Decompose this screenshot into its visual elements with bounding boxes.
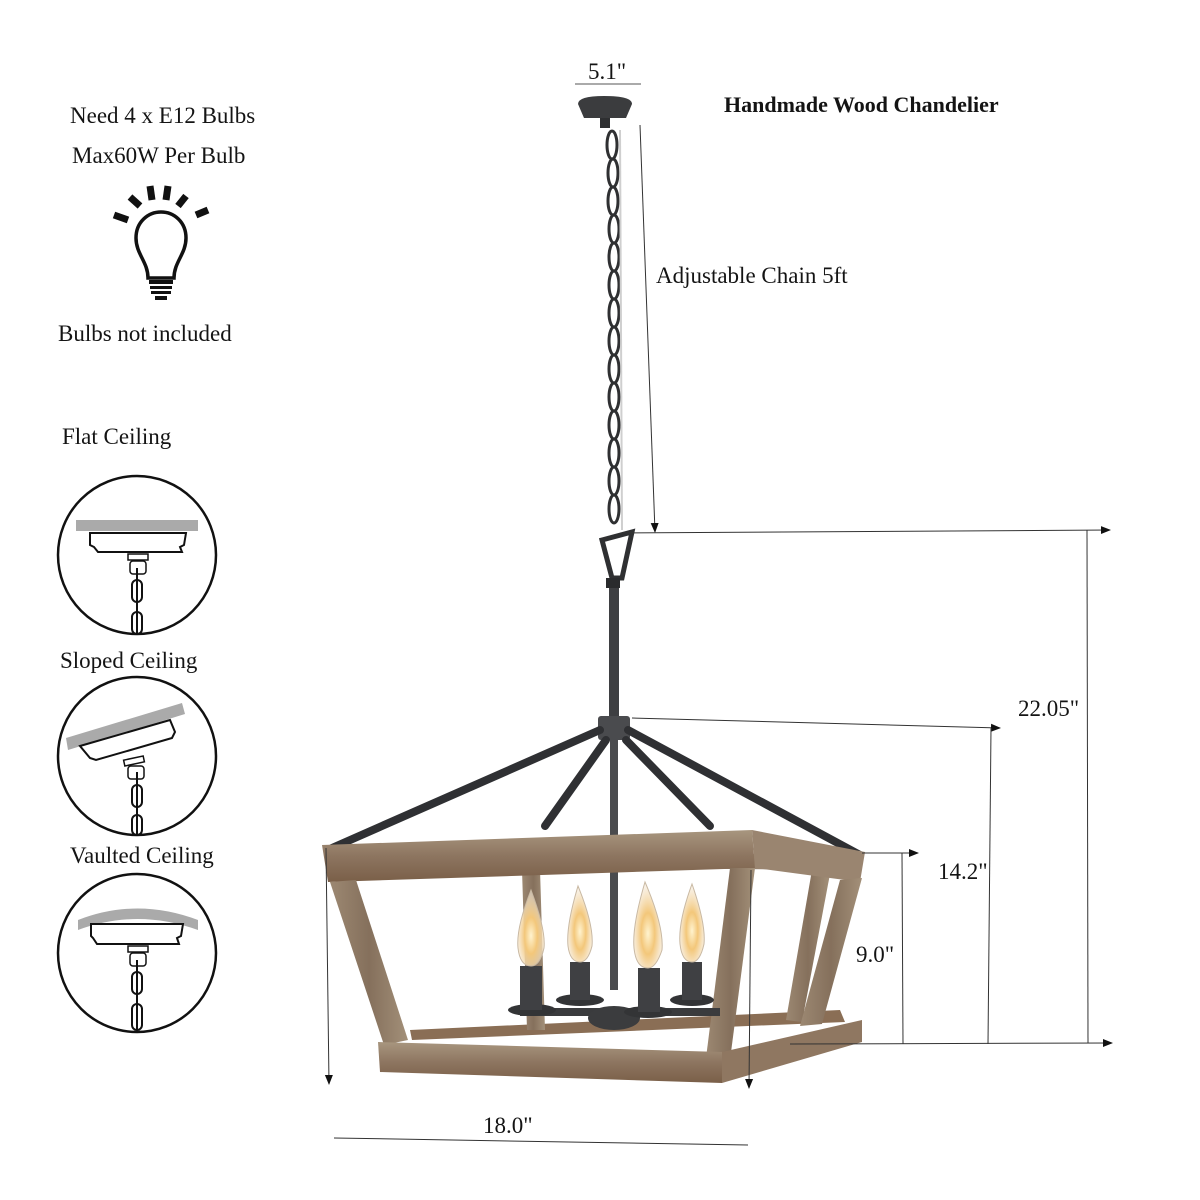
bulbs-not-included-text: Bulbs not included <box>58 321 232 346</box>
chain <box>605 129 621 525</box>
bulb-wattage-text: Max60W Per Bulb <box>72 143 246 168</box>
flat-ceiling-label: Flat Ceiling <box>62 424 172 449</box>
canopy-width-label: 5.1" <box>588 59 627 84</box>
lightbulb-icon <box>112 185 210 300</box>
chandelier <box>322 96 865 1083</box>
sloped-ceiling-label: Sloped Ceiling <box>60 648 198 673</box>
vaulted-ceiling-mount-icon <box>56 872 218 1034</box>
canopy <box>578 96 632 118</box>
dimension-lines <box>324 124 1113 1146</box>
flat-ceiling-mount-icon <box>56 474 218 636</box>
product-title: Handmade Wood Chandelier <box>724 92 999 117</box>
body-height-label: 9.0" <box>856 942 895 967</box>
total-height-label: 22.05" <box>1018 696 1080 721</box>
frame-height-label: 14.2" <box>938 859 988 884</box>
vaulted-ceiling-label: Vaulted Ceiling <box>70 843 214 868</box>
candle-bulbs <box>508 880 714 1018</box>
width-label: 18.0" <box>483 1113 533 1138</box>
sloped-ceiling-mount-icon <box>56 675 218 837</box>
chain-length-label: Adjustable Chain 5ft <box>656 263 848 288</box>
bulb-requirement-text: Need 4 x E12 Bulbs <box>70 103 256 128</box>
